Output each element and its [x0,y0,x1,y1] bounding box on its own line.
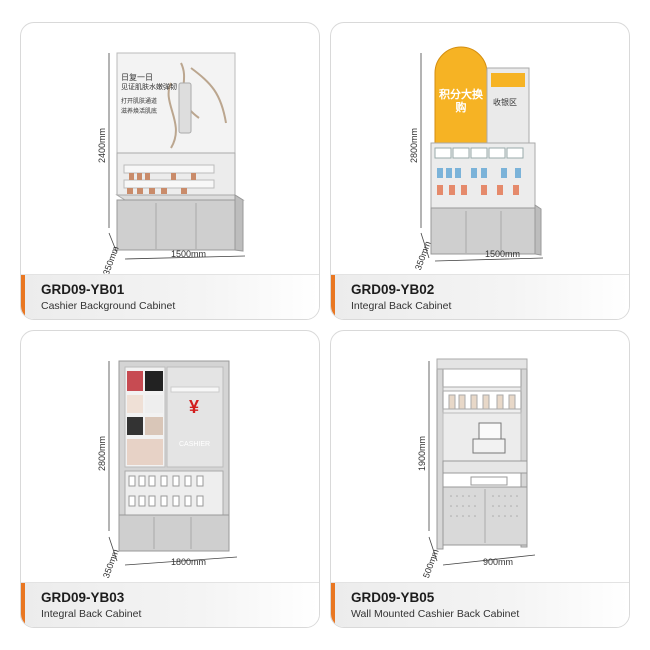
product-caption: GRD09-YB02 Integral Back Cabinet [331,274,629,319]
width-dimension: 1500mm [171,249,207,259]
poster-text: 日复一日 见证肌肤水嫩弹韧 打开肌肤通道 滋养焕活肌底 [121,73,177,117]
product-caption: GRD09-YB05 Wall Mounted Cashier Back Cab… [331,582,629,627]
accent-bar [21,275,25,319]
product-name: Integral Back Cabinet [41,608,142,620]
accent-bar [331,275,335,319]
cabinet-illustration [108,360,238,566]
product-image: 积分大换购 收银区 2800mm 350mm 1500mm [331,23,629,277]
product-code: GRD09-YB01 [41,282,125,297]
product-card-yb03[interactable]: ¥ CASHIER 2800mm 350mm 1800mm GRD09-YB03… [20,330,320,628]
product-code: GRD09-YB02 [351,282,435,297]
width-dimension: 900mm [483,557,514,567]
product-image: ¥ CASHIER 2800mm 350mm 1800mm [21,331,319,585]
poster-line1: 日复一日 [121,73,153,82]
cabinet-illustration [420,46,544,262]
product-code: GRD09-YB03 [41,590,125,605]
product-code: GRD09-YB05 [351,590,435,605]
height-dimension: 2800mm [97,435,107,471]
poster-line3: 打开肌肤通道 [121,99,158,105]
poster-line4: 滋养焕活肌底 [121,109,158,115]
cashier-text: CASHIER [179,441,211,448]
product-name: Wall Mounted Cashier Back Cabinet [351,608,520,620]
height-dimension: 2400mm [97,127,107,163]
product-card-yb02[interactable]: 积分大换购 收银区 2800mm 350mm 1500mm GRD09-YB02… [330,22,630,320]
side-sign-text: 收银区 [493,98,517,107]
height-dimension: 2800mm [409,127,419,163]
sign-text: 积分大换购 [439,89,483,114]
product-name: Cashier Background Cabinet [41,300,176,312]
product-name: Integral Back Cabinet [351,300,452,312]
height-dimension: 1900mm [417,435,427,471]
product-card-yb01[interactable]: 日复一日 见证肌肤水嫩弹韧 打开肌肤通道 滋养焕活肌底 2400mm 350mm… [20,22,320,320]
product-image: 日复一日 见证肌肤水嫩弹韧 打开肌肤通道 滋养焕活肌底 2400mm 350mm… [21,23,319,277]
product-caption: GRD09-YB01 Cashier Background Cabinet [21,274,319,319]
cabinet-illustration [108,52,246,260]
width-dimension: 1800mm [171,557,207,567]
product-card-yb05[interactable]: 1900mm 500mm 900mm GRD09-YB05 Wall Mount… [330,330,630,628]
product-caption: GRD09-YB03 Integral Back Cabinet [21,582,319,627]
width-dimension: 1500mm [485,249,521,259]
accent-bar [21,583,25,627]
poster-line2: 见证肌肤水嫩弹韧 [121,84,177,91]
product-image: 1900mm 500mm 900mm [331,331,629,585]
accent-bar [331,583,335,627]
cabinet-illustration [428,358,536,566]
currency-symbol: ¥ [189,397,200,417]
